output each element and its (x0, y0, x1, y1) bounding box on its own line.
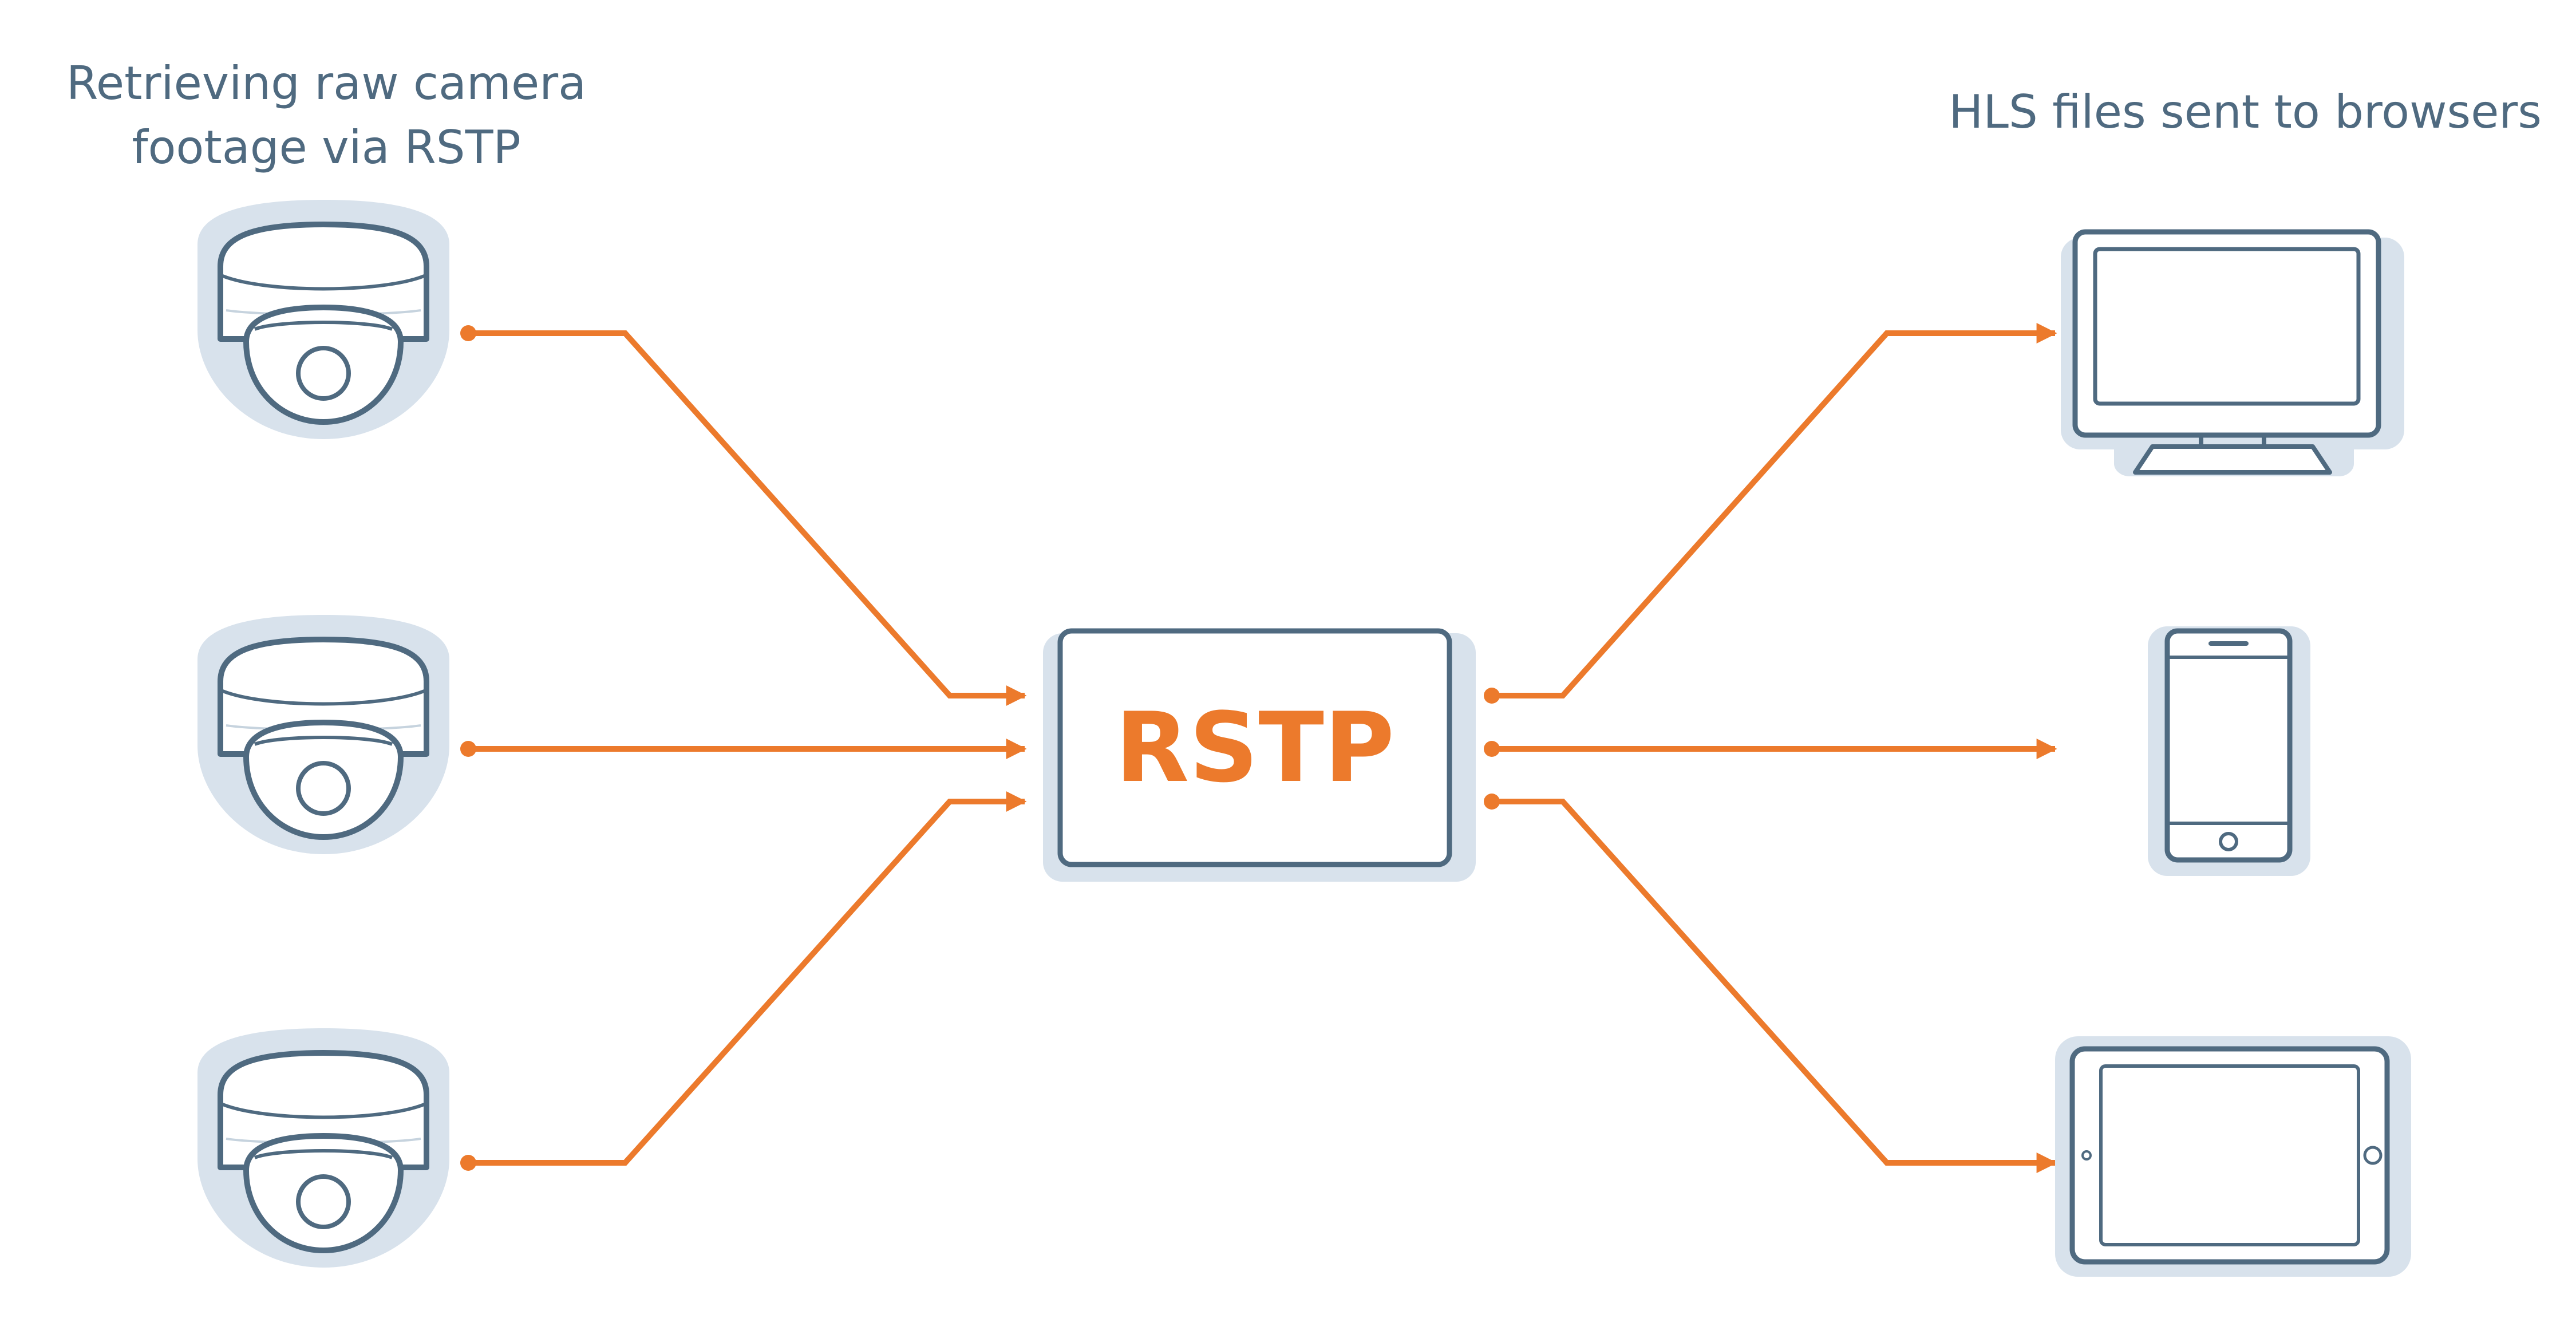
sources-caption-line-2: footage via RSTP (132, 121, 521, 174)
smartphone-icon (2148, 626, 2310, 876)
camera-sources (197, 200, 449, 1268)
connector-start-dot (460, 325, 476, 341)
connector-hub-to-monitor (1492, 323, 2057, 698)
connector-start-dot (460, 741, 476, 757)
destination-connector-dots (1484, 688, 1500, 810)
hub-box (1057, 628, 1452, 867)
dome-camera-icon (197, 1028, 449, 1268)
dome-camera-icon (197, 200, 449, 439)
dome-camera-icon (197, 615, 449, 854)
sources-caption-line-1: Retrieving raw camera (66, 57, 587, 110)
rstp-hub: RSTP (1043, 628, 1476, 882)
connector-start-dot (1484, 688, 1500, 704)
connector-hub-to-tablet (1492, 799, 2057, 1173)
source-connectors (468, 330, 1027, 1166)
hub-label: RSTP (1115, 692, 1394, 804)
connector-camera-3-to-hub (468, 791, 1027, 1166)
destinations-caption-text: HLS files sent to browsers (1949, 85, 2542, 139)
connector-start-dot (1484, 741, 1500, 757)
connector-camera-1-to-hub (468, 330, 1027, 706)
connector-start-dot (460, 1155, 476, 1171)
destination-connectors (1492, 323, 2057, 1173)
connector-start-dot (1484, 794, 1500, 810)
source-connector-dots (460, 325, 476, 1171)
tablet-icon (2055, 1036, 2411, 1277)
sources-caption: Retrieving raw camera footage via RSTP (23, 52, 630, 180)
destinations-caption: HLS files sent to browsers (1866, 80, 2542, 144)
desktop-monitor-icon (2061, 229, 2404, 476)
